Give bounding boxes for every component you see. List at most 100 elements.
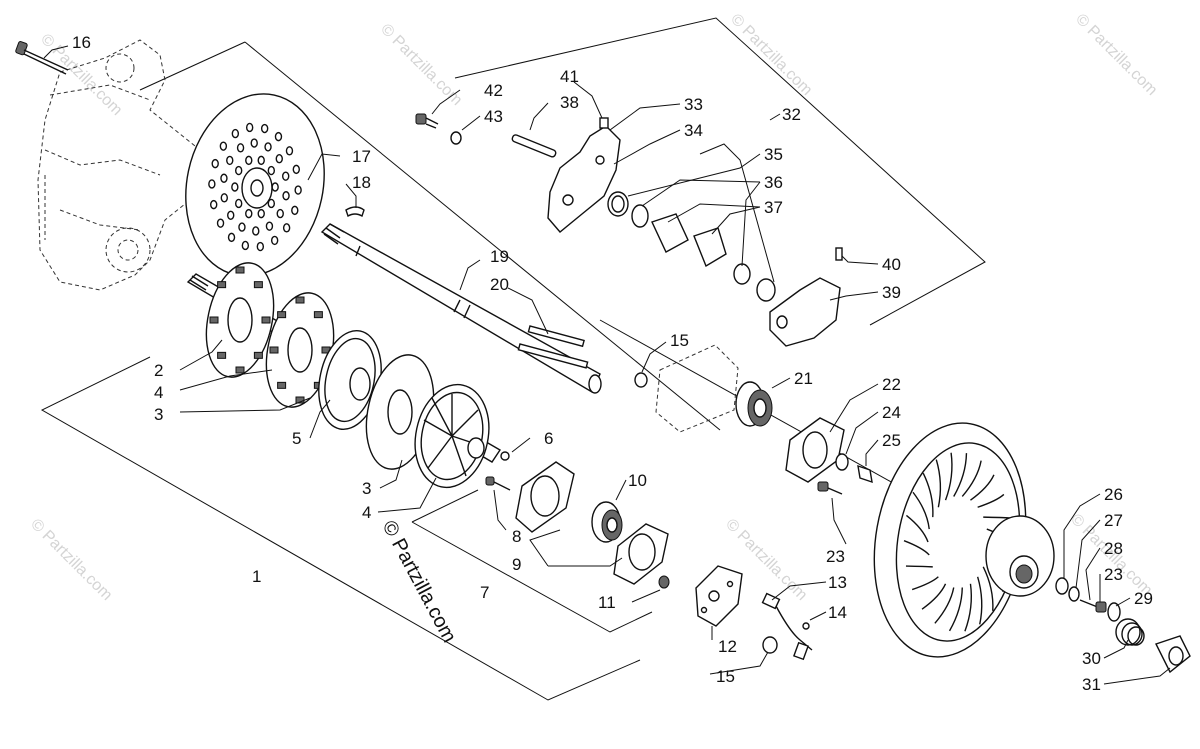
callout-41: 41: [560, 67, 579, 86]
clutch-fin: [982, 566, 994, 611]
callout-labels: 16 17 18 19 20 2 4 3 5 1 3 4 6 8 9 7 10 …: [72, 33, 1153, 694]
disc-hole: [234, 165, 243, 176]
disc-hole: [265, 221, 274, 231]
clutch-fin: [948, 587, 963, 632]
disc-hole: [270, 235, 279, 246]
bearing-flange-9: [515, 461, 669, 585]
clutch-fin: [903, 540, 930, 556]
disc-hole: [245, 122, 254, 133]
callout-32: 32: [782, 105, 801, 124]
chassis-plate: [655, 344, 739, 433]
seal-35b: [756, 278, 776, 302]
callout-30: 30: [1082, 649, 1101, 668]
callout-39: 39: [882, 283, 901, 302]
clutch-fin: [977, 493, 1005, 508]
callout-15-upper: 15: [670, 331, 689, 350]
sprocket-tooth: [313, 311, 323, 319]
clutch-fin: [964, 583, 973, 632]
disc-hole: [216, 218, 225, 228]
drive-axle-assembly: [186, 262, 501, 489]
bolt-23: [817, 481, 843, 495]
callout-11: 11: [598, 593, 616, 612]
bolt-42: [415, 113, 439, 129]
disc-hole: [257, 155, 265, 166]
group-frames: [40, 17, 1011, 701]
callout-29: 29: [1134, 589, 1153, 608]
callout-34: 34: [684, 121, 703, 140]
disc-hole: [227, 210, 235, 220]
disc-hole: [282, 171, 290, 181]
spline-teeth: [323, 223, 345, 245]
disc-holes: [208, 122, 302, 252]
callout-26: 26: [1104, 485, 1123, 504]
disc-hole: [274, 131, 283, 142]
sprocket-tooth: [217, 281, 227, 289]
callout-37: 37: [764, 198, 783, 217]
clutch-fin: [911, 576, 939, 591]
callout-40: 40: [882, 255, 901, 274]
callout-38: 38: [560, 93, 579, 112]
sprocket-tooth: [269, 346, 279, 354]
sprocket-tooth: [253, 281, 263, 289]
screw-14: [802, 622, 810, 630]
sprocket-tooth: [235, 266, 245, 274]
bearing-21: [735, 381, 773, 427]
disc-hole: [291, 205, 299, 216]
watermark: © Partzilla.com: [1072, 11, 1160, 99]
washer-28: [1068, 586, 1080, 602]
callout-20: 20: [490, 275, 509, 294]
bleeder-40: [835, 247, 843, 261]
callout-36: 36: [764, 173, 783, 192]
nut-15: [762, 636, 778, 654]
callout-1: 1: [252, 567, 261, 586]
brake-disc-17: [185, 93, 325, 277]
disc-hole: [241, 240, 250, 251]
nut-15-upper: [634, 372, 648, 388]
cap-31: [1155, 635, 1191, 674]
sprocket-tooth: [217, 351, 227, 359]
pin-38: [511, 134, 557, 158]
disc-hole: [257, 208, 265, 219]
washer-24: [835, 453, 849, 471]
disc-hole: [285, 146, 294, 156]
bleeder-41: [599, 117, 609, 129]
callout-19: 19: [490, 247, 509, 266]
sprocket-tooth: [277, 381, 287, 389]
callout-14: 14: [828, 603, 847, 622]
disc-hole: [267, 198, 276, 209]
caliper-33: [547, 125, 621, 233]
disc-hole: [245, 155, 253, 166]
sprocket-tooth: [261, 316, 271, 324]
disc-hole: [267, 165, 276, 176]
callout-16: 16: [72, 33, 91, 52]
disc-hole: [271, 182, 279, 192]
callout-15-lower: 15: [716, 667, 735, 686]
spline-end: [189, 275, 209, 291]
callout-21: 21: [794, 369, 813, 388]
callout-22: 22: [882, 375, 901, 394]
callout-9: 9: [512, 555, 521, 574]
piston-36b: [733, 263, 751, 285]
sprocket-tooth: [253, 351, 263, 359]
callout-8: 8: [512, 527, 521, 546]
clutch-fin: [922, 472, 934, 518]
disc-hole: [245, 208, 253, 219]
speed-sensor-12: [695, 565, 743, 627]
clutch-fin: [983, 516, 1011, 519]
callout-42: 42: [484, 81, 503, 100]
callout-18: 18: [352, 173, 371, 192]
callout-23: 23: [826, 547, 845, 566]
key-18: [345, 206, 365, 218]
callout-27: 27: [1104, 511, 1123, 530]
sprocket-tooth: [209, 316, 219, 324]
callout-12: 12: [718, 637, 737, 656]
callout-6: 6: [544, 429, 553, 448]
watermark: © Partzilla.com: [27, 516, 115, 604]
piston-36: [631, 204, 649, 228]
caliper-39: [769, 277, 841, 347]
bearing-flange-22: [785, 417, 845, 483]
disc-hole: [282, 223, 291, 233]
seal-35: [607, 191, 629, 217]
watermark: © Partzilla.com: [727, 11, 815, 99]
washer-43: [450, 131, 462, 145]
